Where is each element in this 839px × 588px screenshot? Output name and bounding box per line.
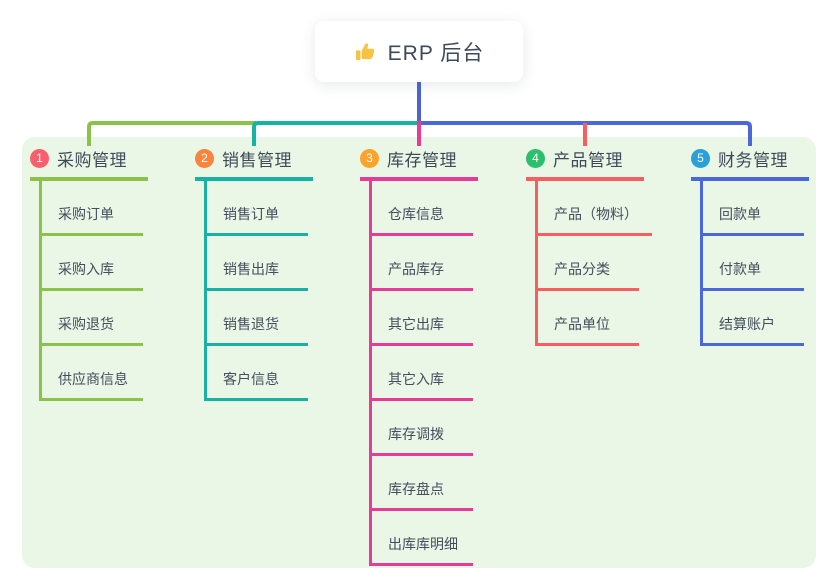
child-node[interactable]: 客户信息 (207, 346, 308, 401)
branch-number-badge-5: 5 (691, 149, 710, 168)
root-node-label: ERP 后台 (387, 41, 485, 65)
child-node[interactable]: 出库库明细 (372, 511, 473, 566)
child-node[interactable]: 仓库信息 (372, 181, 473, 236)
child-node[interactable]: 回款单 (703, 181, 804, 236)
child-node[interactable]: 供应商信息 (42, 346, 143, 401)
branch-number-badge-1: 1 (30, 149, 49, 168)
child-label: 客户信息 (223, 371, 279, 387)
child-node[interactable]: 库存调拨 (372, 401, 473, 456)
thumbs-up-icon (355, 42, 374, 60)
branch-2-children: 销售订单 销售出库 销售退货 客户信息 (204, 181, 313, 401)
branch-node-1[interactable]: 1 采购管理 (30, 142, 148, 181)
branch-column-3: 3 库存管理 仓库信息 产品库存 其它出库 其它入库 库存调拨 库存盘点 出库库… (360, 142, 478, 566)
child-node[interactable]: 产品（物料） (538, 181, 652, 236)
child-label: 出库库明细 (388, 536, 458, 552)
branch-3-children: 仓库信息 产品库存 其它出库 其它入库 库存调拨 库存盘点 出库库明细 (369, 181, 478, 566)
child-label: 库存调拨 (388, 426, 444, 442)
mindmap-panel (22, 137, 816, 568)
branch-label-1: 采购管理 (57, 151, 127, 170)
branch-node-2[interactable]: 2 销售管理 (195, 142, 313, 181)
branch-column-4: 4 产品管理 产品（物料） 产品分类 产品单位 (526, 142, 652, 346)
child-label: 销售出库 (223, 261, 279, 277)
child-label: 仓库信息 (388, 206, 444, 222)
child-label: 回款单 (719, 206, 761, 222)
child-node[interactable]: 销售订单 (207, 181, 308, 236)
child-node[interactable]: 付款单 (703, 236, 804, 291)
child-label: 销售订单 (223, 206, 279, 222)
branch-number-badge-4: 4 (526, 149, 545, 168)
child-node[interactable]: 销售出库 (207, 236, 308, 291)
child-label: 销售退货 (223, 316, 279, 332)
child-node[interactable]: 其它出库 (372, 291, 473, 346)
child-node[interactable]: 采购入库 (42, 236, 143, 291)
branch-label-3: 库存管理 (387, 151, 457, 170)
child-node[interactable]: 采购订单 (42, 181, 143, 236)
child-label: 产品（物料） (554, 206, 638, 222)
child-node[interactable]: 产品库存 (372, 236, 473, 291)
branch-column-5: 5 财务管理 回款单 付款单 结算账户 (691, 142, 809, 346)
child-node[interactable]: 结算账户 (703, 291, 804, 346)
branch-node-3[interactable]: 3 库存管理 (360, 142, 478, 181)
branch-label-5: 财务管理 (718, 151, 788, 170)
child-node[interactable]: 其它入库 (372, 346, 473, 401)
root-node[interactable]: ERP 后台 (315, 21, 523, 82)
branch-number-badge-2: 2 (195, 149, 214, 168)
child-label: 其它出库 (388, 316, 444, 332)
child-label: 产品库存 (388, 261, 444, 277)
child-label: 付款单 (719, 261, 761, 277)
child-node[interactable]: 采购退货 (42, 291, 143, 346)
branch-label-2: 销售管理 (222, 151, 292, 170)
child-label: 产品单位 (554, 316, 610, 332)
branch-column-1: 1 采购管理 采购订单 采购入库 采购退货 供应商信息 (30, 142, 148, 401)
child-label: 供应商信息 (58, 371, 128, 387)
child-label: 采购退货 (58, 316, 114, 332)
branch-4-children: 产品（物料） 产品分类 产品单位 (535, 181, 652, 346)
child-label: 其它入库 (388, 371, 444, 387)
branch-label-4: 产品管理 (553, 151, 623, 170)
branch-1-children: 采购订单 采购入库 采购退货 供应商信息 (39, 181, 148, 401)
child-label: 结算账户 (719, 316, 775, 332)
branch-number-badge-3: 3 (360, 149, 379, 168)
child-label: 采购入库 (58, 261, 114, 277)
child-node[interactable]: 库存盘点 (372, 456, 473, 511)
branch-column-2: 2 销售管理 销售订单 销售出库 销售退货 客户信息 (195, 142, 313, 401)
child-node[interactable]: 产品单位 (538, 291, 639, 346)
child-node[interactable]: 销售退货 (207, 291, 308, 346)
branch-node-4[interactable]: 4 产品管理 (526, 142, 644, 181)
child-node[interactable]: 产品分类 (538, 236, 639, 291)
branch-5-children: 回款单 付款单 结算账户 (700, 181, 809, 346)
child-label: 库存盘点 (388, 481, 444, 497)
child-label: 采购订单 (58, 206, 114, 222)
child-label: 产品分类 (554, 261, 610, 277)
branch-node-5[interactable]: 5 财务管理 (691, 142, 809, 181)
